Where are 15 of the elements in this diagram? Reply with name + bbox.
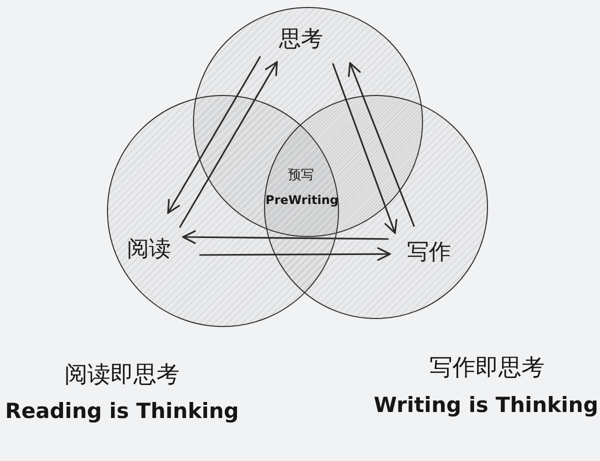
circle-label: 阅读: [127, 238, 171, 262]
overlap-label: 预写: [288, 169, 314, 184]
circle-label: 写作: [407, 240, 451, 266]
overlap-label: PreWriting: [266, 194, 338, 208]
caption-heading: 写作即思考: [430, 355, 544, 382]
arrow: [179, 61, 278, 228]
arrow: [199, 247, 391, 261]
caption-subtitle: Reading is Thinking: [5, 399, 239, 424]
arrow: [167, 56, 261, 214]
arrow: [182, 230, 389, 244]
arrow: [332, 63, 398, 234]
caption-subtitle: Writing is Thinking: [374, 393, 598, 418]
arrow: [348, 62, 415, 227]
caption-heading: 阅读即思考: [64, 362, 180, 388]
circle-label: 思考: [279, 28, 323, 52]
